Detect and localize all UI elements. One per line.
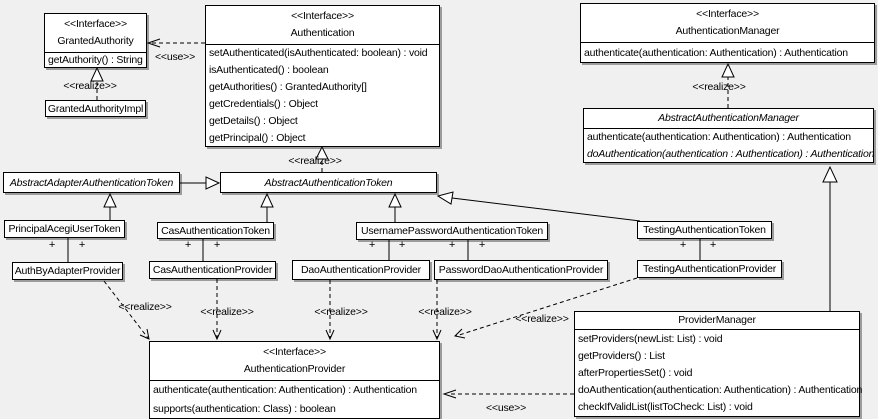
method: authenticate(authentication: Authenticat… (153, 384, 417, 397)
method: getAuthority() : String (48, 54, 143, 66)
multiplicity-label: + (709, 239, 717, 251)
multiplicity-label: + (478, 239, 486, 251)
class-name: GrantedAuthorityImpl (47, 102, 144, 115)
class-name: AuthByAdapterProvider (14, 265, 121, 277)
method: getPrincipal() : Object (209, 131, 306, 144)
class-cas-authentication-token[interactable]: CasAuthenticationToken (157, 222, 274, 239)
class-auth-by-adapter-provider[interactable]: AuthByAdapterProvider (12, 262, 123, 280)
class-password-dao-authentication-provider[interactable]: PasswordDaoAuthenticationProvider (434, 260, 608, 280)
method-compartment: setProviders(newList: List) : void getPr… (575, 330, 863, 416)
realize-label: <<realize>> (200, 306, 254, 318)
class-provider-manager[interactable]: ProviderManager setProviders(newList: Li… (574, 311, 863, 417)
multiplicity-label: + (398, 239, 406, 251)
method: doAuthentication(authentication: Authent… (578, 384, 863, 397)
method: getCredentials() : Object (209, 97, 318, 110)
method: getDetails() : Object (209, 114, 298, 127)
stereotype-label: <<Interface>> (696, 8, 759, 20)
class-name: GrantedAuthority (57, 35, 134, 47)
method: supports(authentication: Class) : boolea… (153, 402, 336, 415)
class-cas-authentication-provider[interactable]: CasAuthenticationProvider (149, 261, 276, 279)
class-abstract-authentication-token[interactable]: AbstractAuthenticationToken (220, 172, 437, 193)
multiplicity-label: + (213, 239, 221, 251)
class-abstract-authentication-manager[interactable]: AbstractAuthenticationManager authentica… (583, 108, 874, 163)
class-name: AbstractAuthenticationManager (658, 112, 799, 124)
method: checkIfValidList(listToCheck: List) : vo… (578, 401, 753, 414)
realize-label: <<realize>> (418, 306, 472, 318)
realize-label: <<realize>> (314, 306, 368, 318)
class-granted-authority-impl[interactable]: GrantedAuthorityImpl (45, 100, 146, 117)
class-name: CasAuthenticationProvider (152, 264, 273, 276)
class-header: <<Interface>> AuthenticationProvider (150, 342, 439, 381)
class-name: AbstractAuthenticationToken (264, 176, 393, 189)
class-header: <<Interface>> Authentication (206, 6, 439, 45)
realize-label: <<realize>> (118, 301, 172, 313)
method-compartment: authenticate(authentication: Authenticat… (584, 129, 875, 162)
method: afterPropertiesSet() : void (578, 367, 693, 379)
class-username-password-authentication-token[interactable]: UsernamePasswordAuthenticationToken (356, 222, 548, 240)
method: authenticate(authentication: Authenticat… (584, 46, 848, 59)
class-authentication-provider[interactable]: <<Interface>> AuthenticationProvider aut… (149, 341, 440, 419)
multiplicity-label: + (184, 239, 192, 251)
class-authentication[interactable]: <<Interface>> Authentication setAuthenti… (205, 5, 440, 147)
multiplicity-label: + (679, 239, 687, 251)
realize-label: <<realize>> (692, 81, 746, 93)
class-granted-authority[interactable]: <<Interface>> GrantedAuthority getAuthor… (44, 13, 147, 68)
stereotype-label: <<Interface>> (263, 346, 326, 358)
class-name: CasAuthenticationToken (161, 224, 270, 237)
stereotype-label: <<Interface>> (291, 10, 354, 22)
realize-label: <<realize>> (63, 80, 117, 92)
method: getProviders() : List (578, 349, 665, 362)
method-compartment: authenticate(authentication: Authenticat… (581, 43, 874, 62)
class-header: AbstractAuthenticationManager (584, 109, 873, 129)
method: isAuthenticated() : boolean (209, 64, 329, 77)
multiplicity-label: + (368, 239, 376, 251)
class-abstract-adapter-authentication-token[interactable]: AbstractAdapterAuthenticationToken (3, 172, 180, 193)
class-principal-acegi-user-token[interactable]: PrincipalAcegiUserToken (4, 220, 125, 238)
class-name: AbstractAdapterAuthenticationToken (9, 176, 174, 189)
class-name: AuthenticationManager (675, 25, 780, 37)
method: doAuthentication(authentication : Authen… (587, 147, 875, 160)
class-name: AuthenticationProvider (243, 363, 346, 375)
class-header: <<Interface>> GrantedAuthority (45, 14, 146, 53)
class-name: PrincipalAcegiUserToken (8, 223, 121, 235)
multiplicity-label: + (78, 239, 86, 251)
class-testing-authentication-token[interactable]: TestingAuthenticationToken (637, 221, 772, 239)
realize-label: <<realize>> (288, 155, 342, 167)
method: getAuthorities() : GrantedAuthority[] (209, 81, 367, 94)
use-label: <<use>> (485, 402, 527, 414)
method: setProviders(newList: List) : void (578, 332, 723, 345)
class-name: Authentication (290, 27, 355, 39)
class-name: UsernamePasswordAuthenticationToken (360, 225, 544, 237)
multiplicity-label: + (448, 239, 456, 251)
realize-label: <<realize>> (515, 313, 569, 325)
multiplicity-label: + (48, 239, 56, 251)
method-compartment: setAuthenticated(isAuthenticated: boolea… (206, 45, 439, 146)
use-label: <<use>> (154, 51, 196, 63)
method: authenticate(authentication: Authenticat… (587, 131, 851, 144)
method: setAuthenticated(isAuthenticated: boolea… (209, 47, 428, 60)
class-authentication-manager[interactable]: <<Interface>> AuthenticationManager auth… (580, 3, 875, 63)
class-header: ProviderManager (575, 312, 859, 330)
method-compartment: authenticate(authentication: Authenticat… (150, 381, 439, 418)
class-dao-authentication-provider[interactable]: DaoAuthenticationProvider (292, 260, 430, 280)
class-name: TestingAuthenticationToken (643, 224, 766, 236)
method-compartment: getAuthority() : String (45, 53, 146, 67)
class-header: <<Interface>> AuthenticationManager (581, 4, 874, 43)
class-name: DaoAuthenticationProvider (301, 264, 421, 276)
stereotype-label: <<Interface>> (64, 18, 127, 30)
class-name: PasswordDaoAuthenticationProvider (438, 264, 604, 276)
class-testing-authentication-provider[interactable]: TestingAuthenticationProvider (637, 260, 782, 278)
class-name: TestingAuthenticationProvider (642, 263, 777, 275)
class-name: ProviderManager (678, 314, 756, 326)
